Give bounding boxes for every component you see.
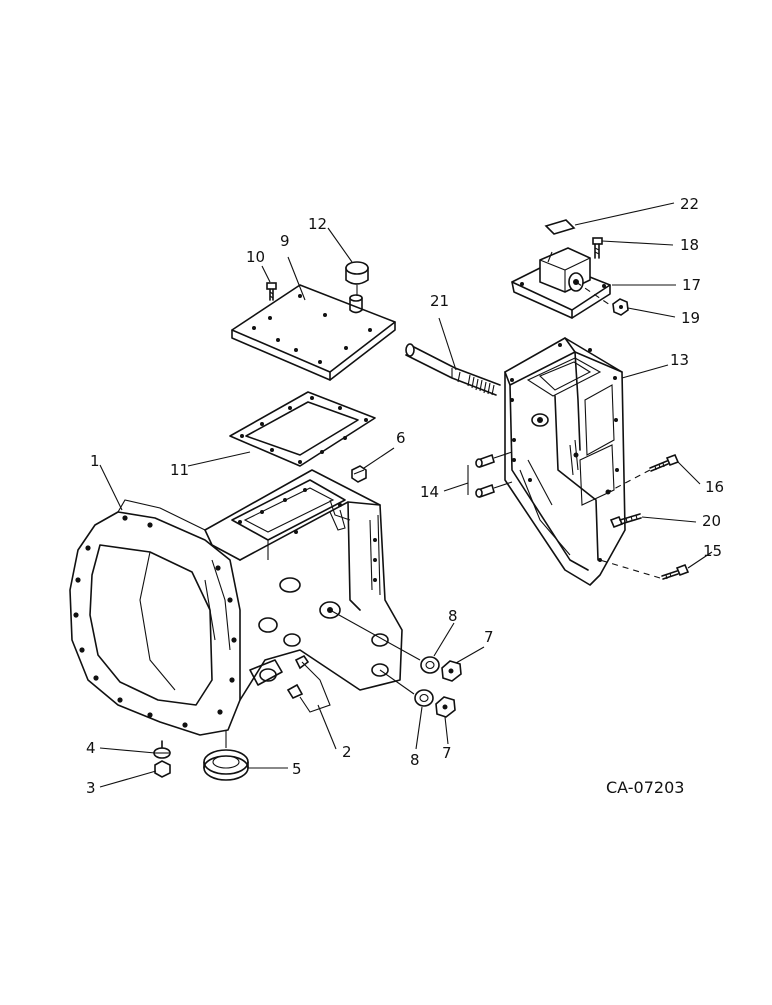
cover-bolt [266,282,277,301]
callout-14: 14 [420,483,439,501]
top-cover-plate [231,284,396,381]
callout-17: 17 [682,276,701,294]
callout-18: 18 [680,236,699,254]
callout-8b: 8 [410,751,420,769]
bracket-bolt [592,237,603,259]
callout-6: 6 [396,429,406,447]
drawing-code: CA-07203 [606,778,684,797]
decal-label [544,219,576,235]
callout-7b: 7 [442,744,452,762]
drain-plug-top [351,465,367,483]
callout-labels: 1 2 3 4 5 6 7 7 8 8 9 10 11 12 13 14 15 … [86,195,724,797]
leader-lines [99,202,713,788]
rear-frame-housing [504,337,626,586]
callout-16: 16 [705,478,724,496]
housing-plugs [286,654,331,713]
callout-13: 13 [670,351,689,369]
callout-11: 11 [170,461,189,479]
callout-7a: 7 [484,628,494,646]
callout-5: 5 [292,760,302,778]
callout-19: 19 [681,309,700,327]
drain-plug-bottom [153,740,171,778]
callout-21: 21 [430,292,449,310]
bracket-nut [612,298,629,316]
callout-8a: 8 [448,607,458,625]
callout-20: 20 [702,512,721,530]
frame-bolt-lower [599,559,690,580]
callout-12: 12 [308,215,327,233]
shaft-nuts-washers [329,609,462,718]
callout-1: 1 [90,452,100,470]
top-bracket [511,247,611,319]
callout-22: 22 [680,195,699,213]
frame-bolt-upper [607,453,680,493]
callout-15: 15 [703,542,722,560]
transmission-housing [69,469,403,736]
callout-10: 10 [246,248,265,266]
oil-seal [203,730,249,781]
cover-gasket [229,391,376,467]
dowel-pins [475,451,513,499]
plug-switch [345,261,369,314]
callout-2: 2 [342,743,352,761]
callout-4: 4 [86,739,96,757]
drive-shaft [405,343,501,396]
frame-bolt-middle [609,513,642,529]
callout-9: 9 [280,232,290,250]
callout-3: 3 [86,779,96,797]
